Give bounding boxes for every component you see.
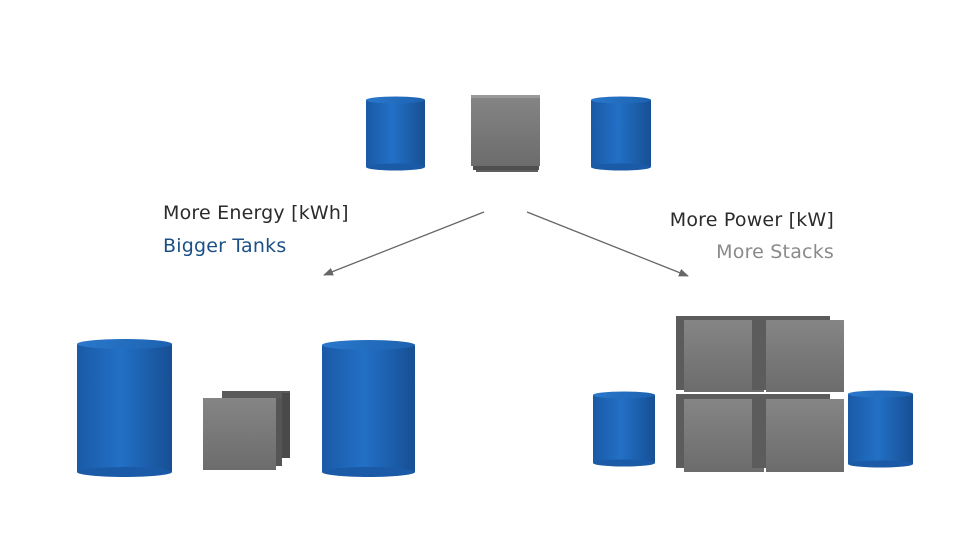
power-subtitle: More Stacks <box>716 241 834 263</box>
tank-small-right-icon <box>591 96 651 171</box>
tank-small-left-icon <box>366 96 425 171</box>
arrow-to-power <box>526 211 689 277</box>
power-system <box>593 316 913 472</box>
stack-cube-icon <box>752 316 844 392</box>
tank-large-left-icon <box>77 339 172 477</box>
power-title: More Power [kW] <box>669 209 834 231</box>
tank-small-right-icon <box>848 390 913 468</box>
stack-cube-icon <box>676 316 764 392</box>
arrow-to-energy <box>323 211 485 276</box>
energy-title: More Energy [kWh] <box>163 202 349 224</box>
stack-cube-icon <box>752 394 844 472</box>
stack-cube-icon <box>676 394 764 472</box>
stack-cube-icon <box>471 95 540 172</box>
tank-small-left-icon <box>593 391 655 467</box>
baseline-system <box>366 95 651 172</box>
energy-subtitle: Bigger Tanks <box>163 235 287 257</box>
stack-cube-icon <box>203 391 290 470</box>
tank-large-right-icon <box>322 340 415 477</box>
energy-system <box>77 339 415 477</box>
